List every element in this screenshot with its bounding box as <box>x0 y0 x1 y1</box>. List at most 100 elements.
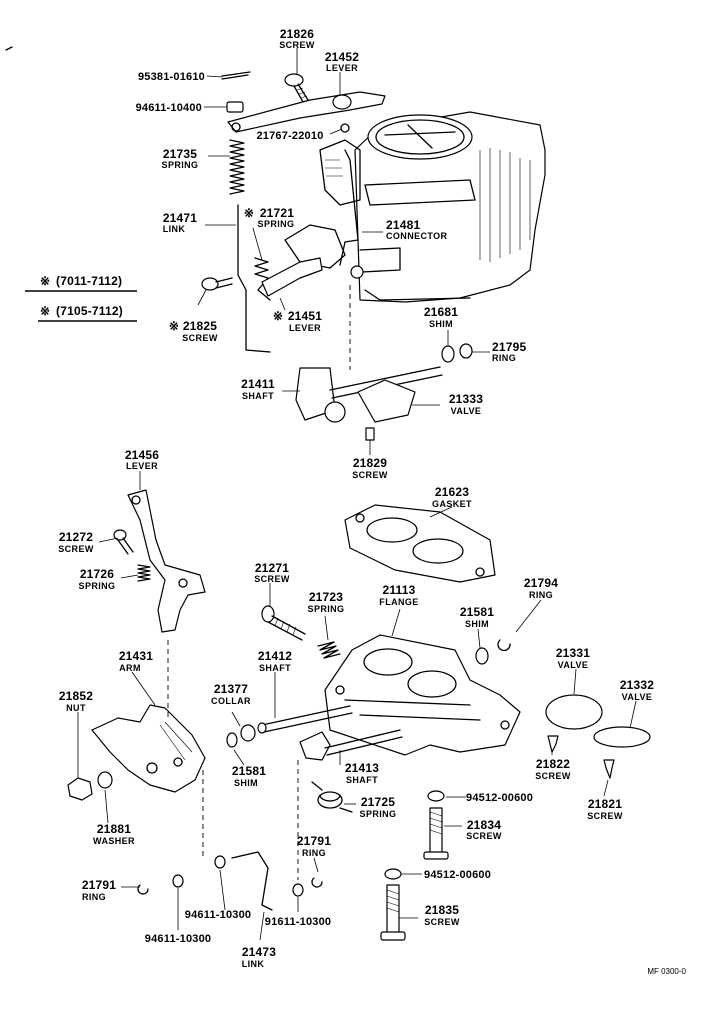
link-21471-illustration <box>237 204 271 353</box>
svg-text:SHAFT: SHAFT <box>259 663 291 673</box>
washer-21881-illustration <box>97 771 113 789</box>
svg-text:21331: 21331 <box>556 646 590 660</box>
link-21473-illustration <box>231 851 273 911</box>
svg-text:21431: 21431 <box>119 649 153 663</box>
svg-text:※: ※ <box>169 319 179 333</box>
part-label: 94611-10300 <box>145 933 211 945</box>
svg-text:RING: RING <box>82 892 106 902</box>
washer-94512-upper-illustration <box>427 790 445 802</box>
svg-text:21835: 21835 <box>425 903 459 917</box>
part-label: 94512-00600 <box>424 869 491 881</box>
part-label: 21881 WASHER <box>93 822 135 846</box>
svg-text:21881: 21881 <box>97 822 131 836</box>
clip-21767-illustration <box>340 123 350 133</box>
part-label: 21735 SPRING <box>162 147 199 170</box>
svg-text:91611-10300: 91611-10300 <box>265 916 331 928</box>
svg-text:SCREW: SCREW <box>466 831 502 841</box>
svg-text:SHAFT: SHAFT <box>346 775 378 785</box>
application-notes: ※ (7011-7112) ※ (7105-7112) <box>25 274 137 322</box>
note-7105-7112: ※ (7105-7112) <box>38 304 137 322</box>
svg-text:95381-01610: 95381-01610 <box>138 71 205 83</box>
svg-text:CONNECTOR: CONNECTOR <box>386 231 448 241</box>
svg-text:LEVER: LEVER <box>126 461 158 471</box>
part-label: 21452 LEVER <box>325 50 359 73</box>
part-label: 21471 LINK <box>163 211 197 234</box>
part-label: 21113 FLANGE <box>379 583 418 607</box>
spring-21721-illustration <box>254 257 271 301</box>
ring-21795-illustration <box>459 343 473 359</box>
part-label: ※ 21721 SPRING <box>244 206 294 229</box>
svg-text:21271: 21271 <box>255 561 289 575</box>
svg-text:RING: RING <box>492 353 516 363</box>
svg-text:FLANGE: FLANGE <box>379 597 418 607</box>
corner-mark <box>5 46 13 51</box>
washer-91611-10300-illustration <box>292 883 304 897</box>
svg-text:※: ※ <box>244 206 254 220</box>
part-label: 21795 RING <box>492 340 526 363</box>
svg-text:21481: 21481 <box>386 218 420 232</box>
part-label: 21681 SHIM <box>424 305 458 329</box>
svg-text:21451: 21451 <box>288 309 322 323</box>
part-label: 21456 LEVER <box>125 448 159 471</box>
part-label: 21835 SCREW <box>424 903 460 927</box>
svg-text:21452: 21452 <box>325 50 359 64</box>
part-label: 94611-10400 <box>136 102 202 114</box>
svg-text:21852: 21852 <box>59 689 93 703</box>
part-label: 95381-01610 <box>138 71 205 83</box>
svg-text:SCREW: SCREW <box>535 771 571 781</box>
washer-94611-10300-left-illustration <box>172 874 184 888</box>
shim-21581-upper-illustration <box>475 647 489 665</box>
svg-text:SCREW: SCREW <box>279 40 315 50</box>
pin-95381-illustration <box>221 71 251 80</box>
screw-21272-illustration <box>113 529 134 555</box>
svg-text:21822: 21822 <box>536 757 570 771</box>
carburetor-body-illustration <box>284 111 546 303</box>
svg-text:SHIM: SHIM <box>465 619 489 629</box>
svg-text:94611-10300: 94611-10300 <box>185 909 251 921</box>
svg-text:COLLAR: COLLAR <box>211 696 251 706</box>
part-label: 21623 GASKET <box>432 485 472 509</box>
screw-21822-illustration <box>547 735 559 753</box>
svg-text:GASKET: GASKET <box>432 499 472 509</box>
illustrations <box>5 46 651 941</box>
svg-text:21272: 21272 <box>59 530 93 544</box>
svg-text:WASHER: WASHER <box>93 836 135 846</box>
svg-text:※: ※ <box>40 274 50 288</box>
svg-text:21377: 21377 <box>214 682 248 696</box>
part-label: 21272 SCREW <box>58 530 94 554</box>
gasket-21623-illustration <box>344 504 496 583</box>
svg-text:21794: 21794 <box>524 576 558 590</box>
svg-text:21721: 21721 <box>260 206 294 220</box>
svg-text:(7011-7112): (7011-7112) <box>56 274 122 288</box>
svg-text:SCREW: SCREW <box>352 470 388 480</box>
svg-text:21412: 21412 <box>258 649 292 663</box>
svg-text:ARM: ARM <box>119 663 141 673</box>
lever-21451-illustration <box>261 257 323 297</box>
part-label: 21852 NUT <box>59 689 93 713</box>
svg-text:21825: 21825 <box>183 319 217 333</box>
svg-text:SCREW: SCREW <box>424 917 460 927</box>
svg-text:LINK: LINK <box>163 224 186 234</box>
leader-lines <box>77 48 637 941</box>
svg-text:SHIM: SHIM <box>234 778 258 788</box>
svg-text:SCREW: SCREW <box>58 544 94 554</box>
svg-text:LEVER: LEVER <box>326 63 358 73</box>
svg-text:21113: 21113 <box>382 583 415 597</box>
part-label: 94512-00600 <box>466 792 533 804</box>
part-label: 21271 SCREW <box>254 561 289 584</box>
svg-text:21735: 21735 <box>163 147 197 161</box>
spring-21735-illustration <box>229 139 245 195</box>
lever-21456-illustration <box>127 489 206 633</box>
washer-94611-10400-illustration <box>226 101 244 113</box>
part-label: 21767-22010 <box>256 130 323 142</box>
shaft-21412-illustration <box>257 705 353 734</box>
svg-text:SPRING: SPRING <box>360 809 397 819</box>
spring-21723-illustration <box>317 641 341 659</box>
svg-text:21411: 21411 <box>241 377 275 391</box>
svg-text:VALVE: VALVE <box>558 660 589 670</box>
svg-text:SCREW: SCREW <box>182 333 218 343</box>
valve-21331-illustration <box>545 694 603 730</box>
svg-text:94611-10400: 94611-10400 <box>136 102 202 114</box>
svg-text:21791: 21791 <box>82 878 116 892</box>
